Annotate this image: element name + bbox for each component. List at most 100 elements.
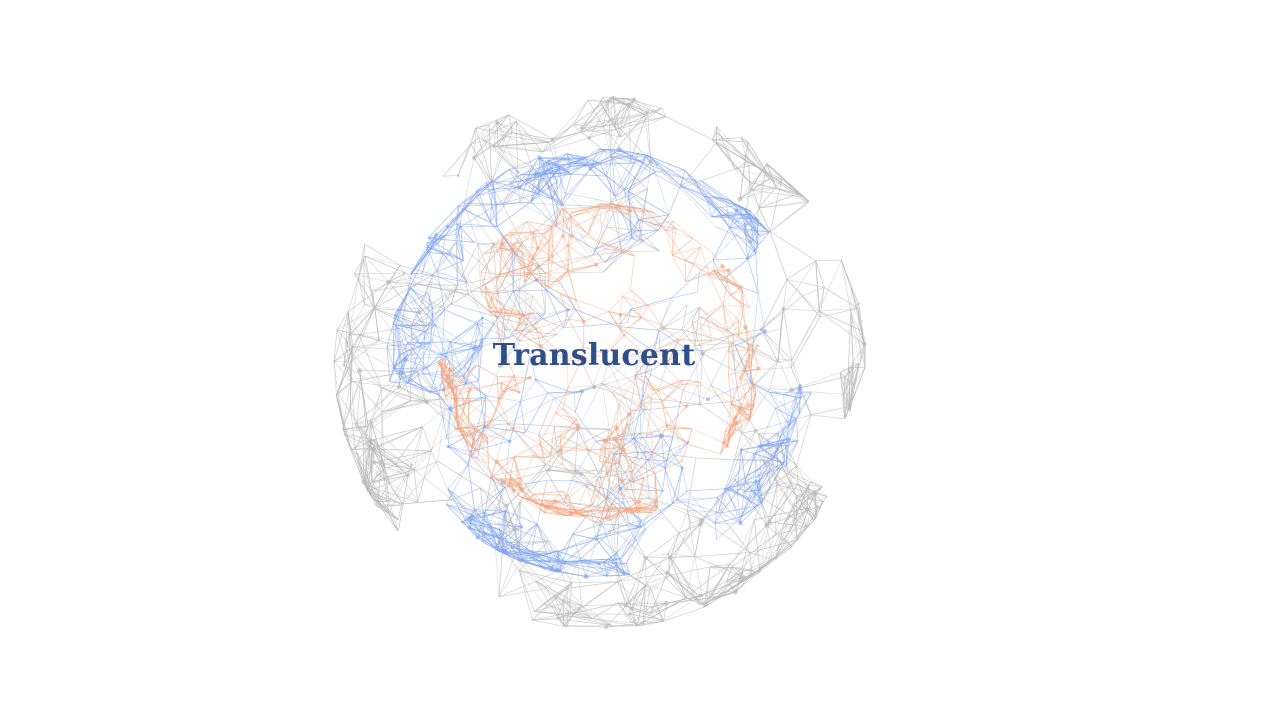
mesh-edge <box>603 562 608 577</box>
mesh-edge <box>543 233 554 257</box>
mesh-edge <box>536 279 547 291</box>
mesh-edge <box>450 341 475 349</box>
mesh-edge <box>372 475 409 483</box>
mesh-edge <box>612 111 648 120</box>
mesh-edge <box>570 513 606 520</box>
mesh-edge <box>622 289 631 297</box>
mesh-edge <box>606 175 625 191</box>
mesh-edge <box>455 387 465 401</box>
mesh-edge <box>729 227 756 254</box>
mesh-edge <box>447 488 472 516</box>
mesh-edge <box>526 221 539 249</box>
mesh-edge <box>545 271 604 274</box>
mesh-edge <box>529 272 560 282</box>
mesh-edge <box>651 451 683 469</box>
mesh-node <box>618 313 623 317</box>
mesh-edge <box>407 324 436 344</box>
mesh-edge <box>769 388 792 391</box>
mesh-edge <box>643 162 656 172</box>
mesh-edge <box>815 501 824 518</box>
mesh-edge <box>364 304 375 309</box>
mesh-edge <box>605 334 625 355</box>
mesh-edge <box>749 552 773 560</box>
mesh-node <box>528 375 532 380</box>
mesh-edge <box>759 445 773 459</box>
mesh-edge <box>559 293 570 320</box>
mesh-edge <box>446 438 469 465</box>
mesh-edge <box>496 121 543 153</box>
mesh-edge <box>452 364 478 389</box>
mesh-node <box>550 137 555 142</box>
mesh-edge <box>490 181 494 222</box>
mesh-node <box>468 526 472 530</box>
mesh-edge <box>477 169 510 191</box>
mesh-edge <box>468 382 502 392</box>
mesh-edge <box>606 558 621 577</box>
mesh-edge <box>623 449 653 455</box>
mesh-edge <box>457 276 498 286</box>
mesh-edge <box>658 366 667 391</box>
mesh-edge <box>640 390 659 404</box>
mesh-node <box>684 404 689 408</box>
mesh-edge <box>499 272 531 275</box>
mesh-edge <box>613 529 618 582</box>
mesh-edge <box>514 528 519 547</box>
mesh-edge <box>691 307 700 322</box>
mesh-edge <box>546 435 561 458</box>
mesh-edge <box>783 522 792 529</box>
mesh-edge <box>565 563 604 570</box>
mesh-node <box>446 381 452 387</box>
mesh-edge <box>466 518 502 551</box>
mesh-edge <box>641 371 646 403</box>
mesh-edge <box>680 179 695 186</box>
mesh-edge <box>843 394 849 412</box>
mesh-edge <box>381 387 411 402</box>
mesh-edge <box>494 309 506 313</box>
mesh-edge <box>483 232 512 255</box>
mesh-node <box>454 416 459 420</box>
mesh-edge <box>368 440 415 470</box>
mesh-edge <box>616 520 642 554</box>
mesh-edge <box>668 178 684 216</box>
mesh-edge <box>794 396 801 414</box>
mesh-edge <box>666 424 688 445</box>
mesh-edge <box>658 390 663 403</box>
mesh-edge <box>512 221 528 250</box>
mesh-edge <box>511 233 545 246</box>
mesh-node <box>537 155 542 160</box>
mesh-edge <box>492 243 498 294</box>
mesh-edge <box>345 307 375 341</box>
mesh-edge <box>480 243 503 273</box>
mesh-edge <box>610 488 639 503</box>
mesh-edge <box>543 216 566 235</box>
mesh-edge <box>587 208 601 235</box>
mesh-edge <box>726 417 737 447</box>
mesh-edge <box>543 582 573 605</box>
mesh-edge <box>775 523 785 558</box>
mesh-edge <box>588 449 609 464</box>
mesh-edge <box>724 402 732 433</box>
mesh-edge <box>526 221 550 242</box>
mesh-edge <box>566 515 585 517</box>
mesh-edge <box>518 570 533 621</box>
mesh-edge <box>456 400 465 413</box>
mesh-edge <box>504 487 522 528</box>
mesh-edge <box>410 274 434 327</box>
mesh-edge <box>350 377 361 379</box>
mesh-edge <box>566 153 601 164</box>
mesh-edge <box>722 265 743 292</box>
mesh-edge <box>786 279 803 297</box>
mesh-edge <box>575 506 609 514</box>
mesh-edge <box>639 433 653 453</box>
mesh-edge <box>630 309 660 331</box>
mesh-node <box>612 437 618 442</box>
mesh-edge <box>612 97 621 138</box>
mesh-edge <box>786 279 819 312</box>
mesh-node <box>472 155 477 161</box>
mesh-edge <box>610 156 631 161</box>
mesh-edge <box>840 372 845 378</box>
mesh-edge <box>635 376 654 391</box>
mesh-edge <box>457 428 473 437</box>
mesh-edge <box>561 208 566 218</box>
